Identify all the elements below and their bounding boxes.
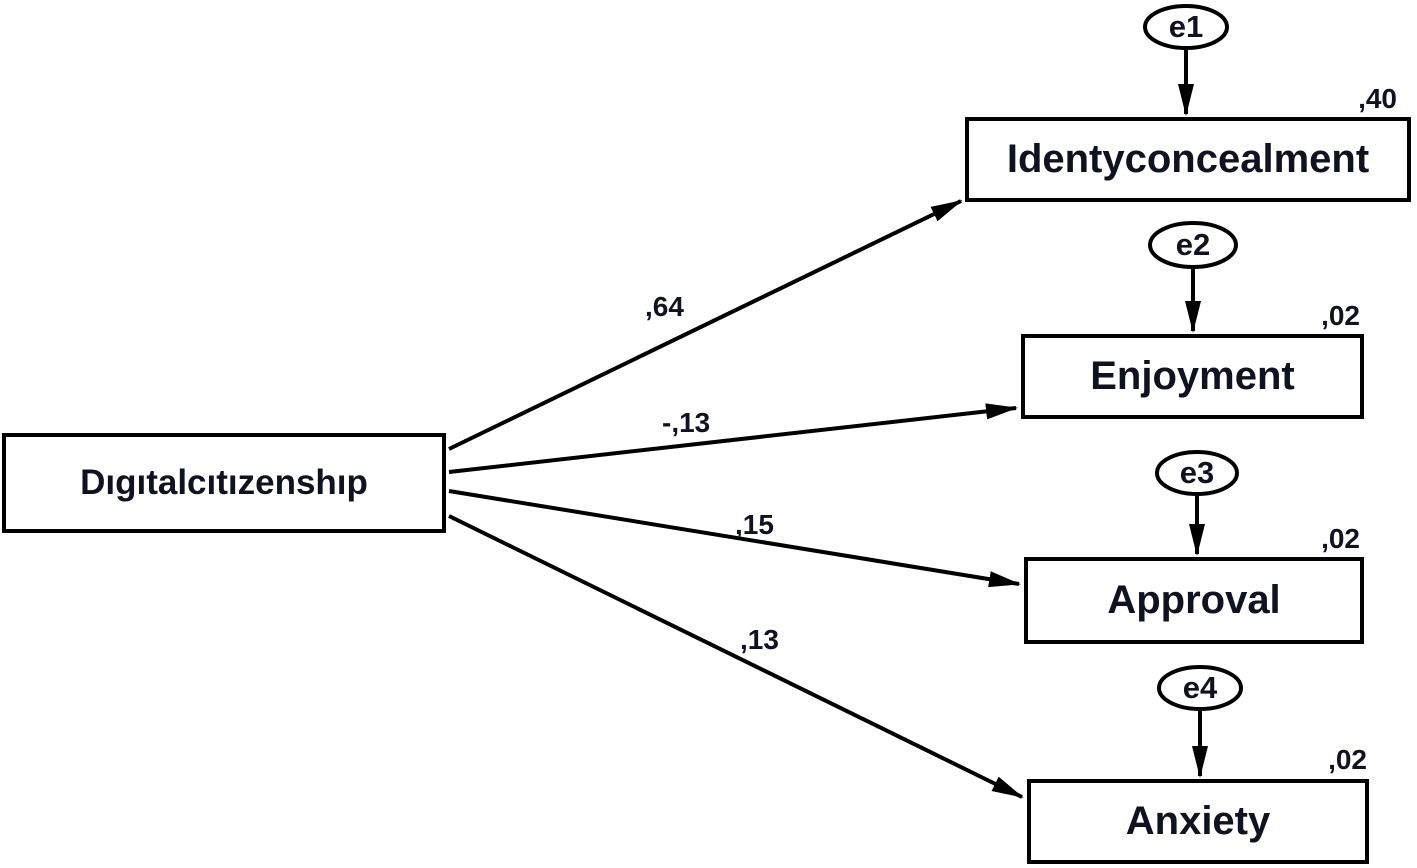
error-label-e1: e1: [1168, 9, 1204, 44]
r2-value-approval: ,02: [1321, 523, 1360, 554]
path-arrow-enjoyment: [448, 403, 1018, 474]
error-label-e3: e3: [1179, 455, 1215, 490]
node-approval-label: Approval: [1107, 578, 1281, 622]
error-label-e2: e2: [1175, 227, 1211, 262]
node-enjoyment: Enjoyment: [1021, 334, 1364, 419]
path-coefficient-approval: ,15: [735, 509, 774, 540]
r2-value-anxiety: ,02: [1328, 744, 1367, 775]
path-arrow-identyconcealment: [448, 199, 963, 451]
node-digitalcitizenship: Dıgıtalcıtızenshıp: [2, 433, 446, 533]
r2-value-enjoyment: ,02: [1321, 300, 1360, 331]
node-enjoyment-label: Enjoyment: [1090, 354, 1295, 398]
path-arrow-anxiety: [448, 514, 1024, 799]
node-approval: Approval: [1024, 557, 1364, 644]
node-anxiety-label: Anxiety: [1125, 799, 1271, 843]
path-coefficient-identyconcealment: ,64: [645, 291, 684, 322]
node-anxiety: Anxiety: [1027, 779, 1369, 864]
error-label-e4: e4: [1182, 670, 1218, 705]
node-digitalcitizenship-label: Dıgıtalcıtızenshıp: [80, 463, 368, 502]
path-arrow-approval: [448, 489, 1021, 588]
r2-value-identyconcealment: ,40: [1358, 83, 1397, 114]
path-coefficient-enjoyment: -,13: [662, 407, 711, 438]
node-identyconcealment: Identyconcealment: [965, 117, 1411, 202]
path-coefficient-anxiety: ,13: [740, 624, 779, 655]
node-identyconcealment-label: Identyconcealment: [1006, 137, 1370, 181]
